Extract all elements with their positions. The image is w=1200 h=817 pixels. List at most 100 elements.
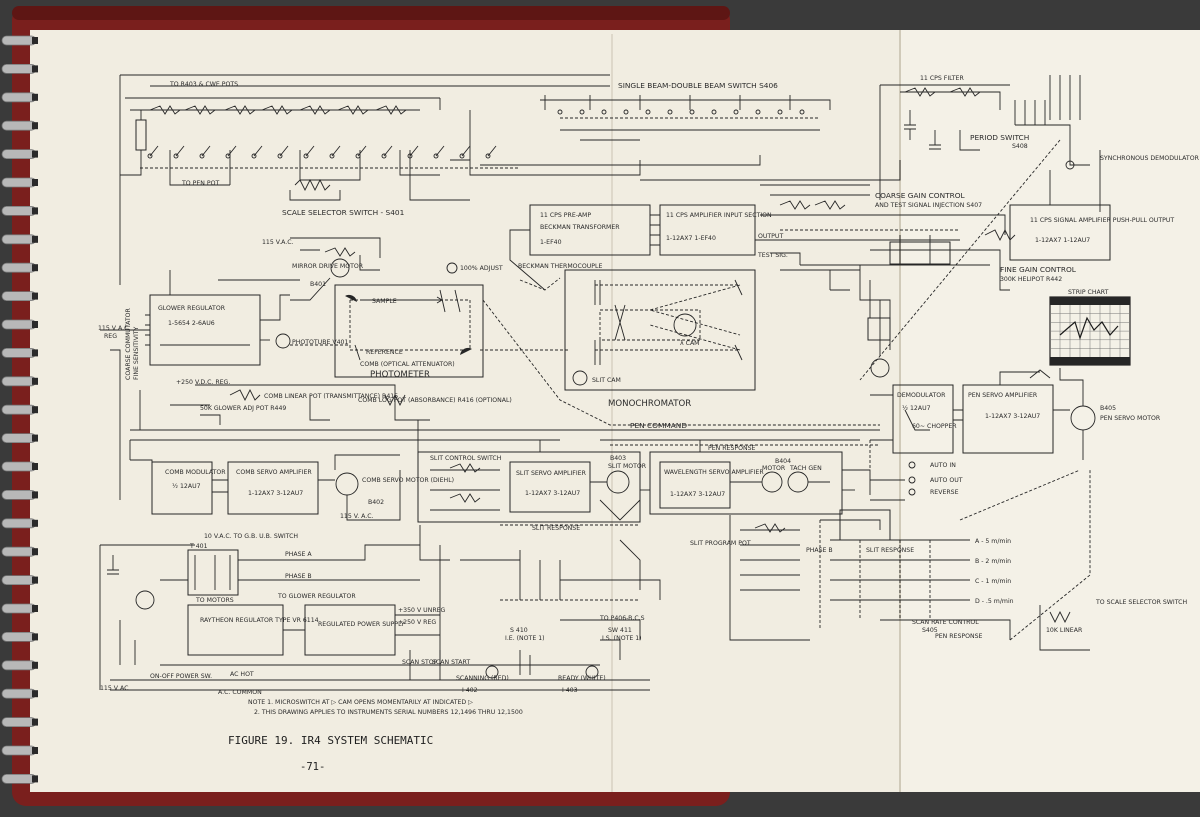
binding-hole [32,179,38,186]
switch-blade [253,145,263,157]
binding-ring [1,404,37,415]
scan-switch-area [409,539,661,680]
ready-label: READY (WHITE) [558,675,606,682]
amp-input-tubes: 1-12AX7 1-EF40 [666,235,716,242]
wl-motor-ref: B404 [775,458,791,465]
switch-blade [201,145,211,157]
binding-ring [1,234,37,245]
switch-contact [329,153,335,159]
rate-a-label: A - 5 m/min [975,538,1011,545]
binding-hole [32,37,38,44]
sync-demod-label: SYNCHRONOUS DEMODULATOR [1100,155,1200,162]
comb-modulator-label: COMB MODULATOR [165,469,226,476]
binding-hole [32,633,38,641]
binding-ring [1,745,37,756]
slit-servo-tubes: 1-12AX7 3-12AU7 [525,490,580,497]
switch-contact [711,109,717,115]
slit-program-label: SLIT PROGRAM POT [690,540,751,547]
switch-contact [689,109,695,115]
comb-log-label: COMB LOG POT (ABSORBANCE) R416 (OPTIONAL… [358,397,512,404]
slit-servo-amp-box [509,461,591,513]
v115-in-label: 115 V AC [100,685,128,692]
binding-hole [32,576,38,584]
power-supply-label: REGULATED POWER SUPPLY [318,621,405,628]
mirror-motor-area [290,237,458,301]
pen-servo-amp-box [962,384,1054,454]
to-motors-label: TO MOTORS [195,597,234,604]
slit-servo-blocks [417,419,641,561]
test-sig-label: TEST SIG. [757,252,788,259]
preamp-blocks [509,204,790,291]
switch-contact [645,109,651,115]
slit-motor-ref: B403 [610,455,626,462]
switch-contact [485,153,491,159]
binding-back-shade [12,6,730,20]
switch-ac-label: 10 V.A.C. TO G.B. U.B. SWITCH [204,533,298,540]
voltage-115-b-label: 115 V. A.C. [340,513,374,520]
switch-contact [733,109,739,115]
auto-out-label: AUTO OUT [930,477,963,484]
binding-hole [32,65,38,73]
switch-blade [461,145,471,157]
binding-ring [1,347,37,358]
switch-contact [601,109,607,115]
switch-contact [755,109,761,115]
scan-rate-label: SCAN RATE CONTROL [912,619,979,626]
comb-linear-label: COMB LINEAR POT (TRANSMITTANCE) R415 [264,393,398,400]
binding-ring [1,35,37,46]
wavelength-box [649,451,843,515]
switch-contact [623,109,629,115]
output-label: OUTPUT [758,233,783,240]
binding-hole [32,207,38,215]
binding-ring [1,177,37,188]
note1-ref-label: I.E. (NOTE 1) [505,635,545,642]
lambda-cam-label: λ CAM [680,340,700,347]
note-2: 2. THIS DRAWING APPLIES TO INSTRUMENTS S… [254,709,523,716]
binding-hole [32,491,38,499]
page-right [900,30,1200,792]
switch-blade [175,145,185,157]
binding-ring [1,149,37,160]
scale-selector-label: SCALE SELECTOR SWITCH - S401 [282,208,405,217]
binding-hole [32,661,38,669]
period-switch-ref: S408 [1012,143,1028,150]
binding-hole [32,122,38,130]
amp-input-label: 11 CPS AMPLIFIER INPUT SECTION [666,212,772,219]
binding-ring [1,64,37,74]
pen-command-label: PEN COMMAND [630,421,687,430]
switch-blade [149,145,159,157]
monochromator-block [480,269,756,391]
scan-rate-ref: S405 [922,627,938,634]
comb-servo-amp-box [227,461,319,515]
wl-servo-amp-box [659,461,731,509]
binding-hole [32,235,38,243]
slit-servo-amp-label: SLIT SERVO AMPLIFIER [516,470,587,477]
slit-control-box [417,451,641,523]
signal-amp-label: 11 CPS SIGNAL AMPLIFIER PUSH-PULL OUTPUT [1030,217,1174,224]
test-injection-label: AND TEST SIGNAL INJECTION S407 [875,202,982,209]
figure-caption: FIGURE 19. IR4 SYSTEM SCHEMATIC [228,734,433,747]
demod-tube: ½ 12AU7 [902,404,931,412]
wl-servo-amp-label: WAVELENGTH SERVO AMPLIFIER [664,469,764,476]
switch-blade [227,145,237,157]
demodulator-label: DEMODULATOR [897,392,946,399]
slit-response-label: SLIT RESPONSE [532,525,580,532]
switch-410-label: S 410 [510,627,528,634]
rate-d-label: D - .5 m/min [975,598,1014,605]
glower-tubes: 1-5654 2-6AU6 [168,320,215,327]
binding-ring [1,319,37,330]
switch-blade [305,145,315,157]
binding-ring [1,546,37,557]
preamp-label: 11 CPS PRE-AMP [540,212,591,219]
top-selector-network [119,74,901,285]
switch-contact [303,153,309,159]
pen-servo-blocks [770,252,1096,460]
phase-a-label: PHASE A [285,551,312,558]
binding-hole [32,463,38,470]
chopper-label: 60~ CHOPPER [912,423,957,430]
power-sw-label: ON-OFF POWER SW. [150,673,212,680]
adjust-symbol [446,262,458,274]
power-regulator-label: RAYTHEON REGULATOR TYPE VR 6114 [200,617,319,624]
switch-contact [459,153,465,159]
schematic-labels: SINGLE BEAM-DOUBLE BEAM SWITCH S406 TO R… [98,75,1200,716]
